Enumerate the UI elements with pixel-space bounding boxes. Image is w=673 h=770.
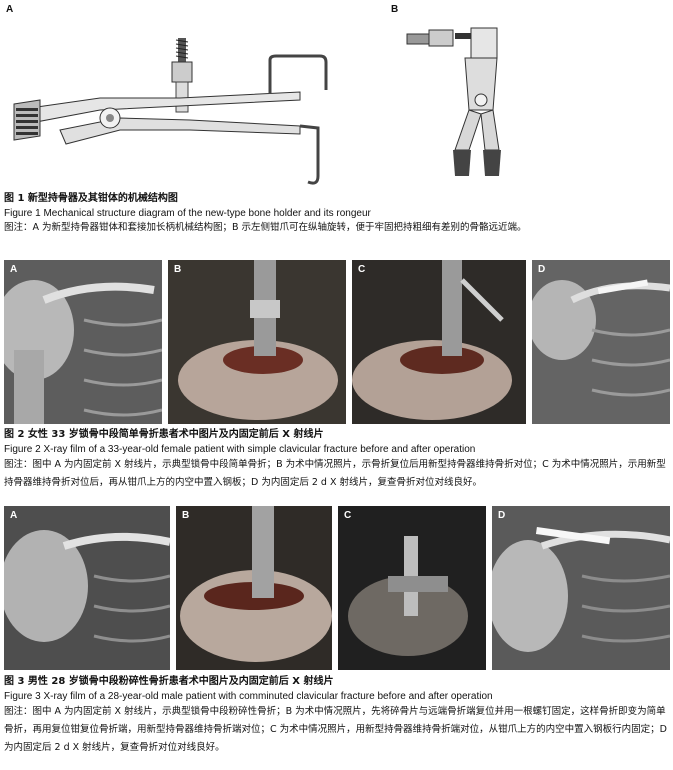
figure2-title-en: Figure 2 X-ray film of a 33-year-old fem… — [4, 444, 476, 455]
rongeur-illustration — [406, 27, 501, 176]
figure1-panel-b: B — [385, 0, 515, 190]
figure3-panel-d-xray: D — [492, 506, 670, 670]
figure3-note: 图注：图中 A 为内固定前 X 射线片，示典型锁骨中段粉碎性骨折；B 为术中情况… — [4, 706, 667, 753]
surgery-photo — [176, 506, 332, 670]
panel-label-b: B — [174, 264, 182, 275]
panel-label-c: C — [358, 264, 366, 275]
figure3-panel-b-photo: B — [176, 506, 332, 670]
bone-holder-illustration — [13, 38, 328, 185]
figure2-panel-b-photo: B — [168, 260, 346, 424]
figure3-panel-c-photo: C — [338, 506, 486, 670]
xray-image — [532, 260, 670, 424]
panel-label-a: A — [10, 510, 18, 521]
panel-label-a: A — [6, 4, 14, 15]
figure2-panel-a-xray: A — [4, 260, 162, 424]
surgery-photo — [352, 260, 526, 424]
figure1-title-zh: 图 1 新型持骨器及其钳体的机械结构图 — [4, 193, 178, 204]
figure1-title-en: Figure 1 Mechanical structure diagram of… — [4, 208, 371, 219]
surgery-photo — [338, 506, 486, 670]
figure1-note: 图注：A 为新型持骨器钳体和套接加长柄机械结构图；B 示左侧钳爪可在纵轴旋转，便… — [4, 222, 527, 233]
panel-label-d: D — [538, 264, 546, 275]
figure2-title-zh: 图 2 女性 33 岁锁骨中段简单骨折患者术中图片及内固定前后 X 射线片 — [4, 429, 324, 440]
panel-label-c: C — [344, 510, 352, 521]
figure3-title-en: Figure 3 X-ray film of a 28-year-old mal… — [4, 691, 493, 702]
panel-label-d: D — [498, 510, 506, 521]
figure1-panel-a: A — [0, 0, 360, 190]
xray-image — [4, 506, 170, 670]
figure2-panel-d-xray: D — [532, 260, 670, 424]
figure2-note: 图注：图中 A 为内固定前 X 射线片，示典型锁骨中段简单骨折；B 为术中情况照… — [4, 459, 666, 488]
figure3-panel-a-xray: A — [4, 506, 170, 670]
figure2-panel-c-photo: C — [352, 260, 526, 424]
figure3-title-zh: 图 3 男性 28 岁锁骨中段粉碎性骨折患者术中图片及内固定前后 X 射线片 — [4, 676, 334, 687]
surgery-photo — [168, 260, 346, 424]
panel-label-b: B — [391, 4, 399, 15]
xray-image — [492, 506, 670, 670]
panel-label-b: B — [182, 510, 190, 521]
xray-image — [4, 260, 162, 424]
panel-label-a: A — [10, 264, 18, 275]
